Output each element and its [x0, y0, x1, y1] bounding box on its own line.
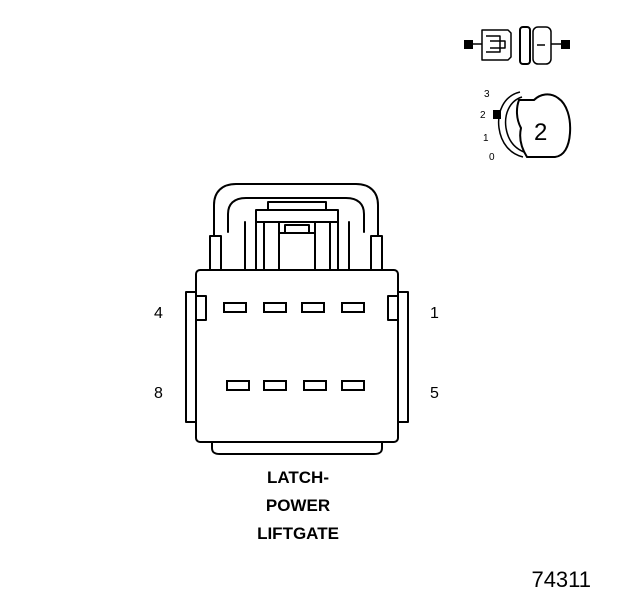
- lock-position-value: 2: [534, 119, 547, 146]
- scale-label-3: 3: [484, 89, 490, 100]
- connector-caption-line-3: LIFTGATE: [257, 524, 339, 543]
- lock-position-indicator: 3 2 1 0 2: [480, 89, 572, 163]
- scale-label-1: 1: [483, 133, 489, 144]
- pin-cavity-6: [303, 380, 327, 391]
- scale-label-2: 2: [480, 110, 486, 121]
- figure-number: 74311: [531, 567, 591, 592]
- connector-caption-line-2: POWER: [266, 496, 330, 515]
- pin-label-1: 1: [430, 305, 439, 322]
- pin-cavity-3: [263, 302, 287, 313]
- pin-cavity-8: [226, 380, 250, 391]
- pin-label-4: 4: [154, 305, 163, 322]
- connector-face: [185, 183, 409, 455]
- pin-label-5: 5: [430, 385, 439, 402]
- pin-label-8: 8: [154, 385, 163, 402]
- scale-label-0: 0: [489, 152, 495, 163]
- pin-cavity-7: [263, 380, 287, 391]
- connector-side-view-icon: [464, 26, 570, 65]
- pin-cavity-1: [341, 302, 365, 313]
- pin-cavity-5: [341, 380, 365, 391]
- connector-caption-line-1: LATCH-: [267, 468, 329, 487]
- pin-cavity-4: [223, 302, 247, 313]
- pin-cavity-2: [301, 302, 325, 313]
